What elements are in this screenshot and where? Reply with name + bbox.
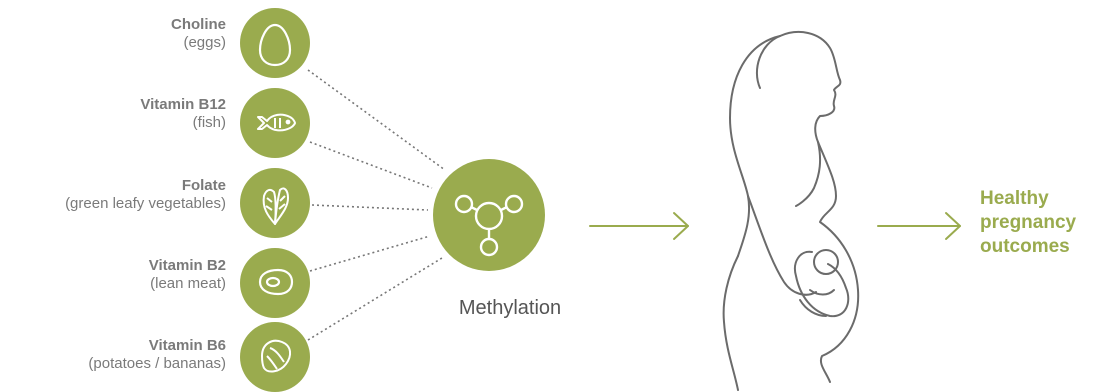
outcome-line: Healthy xyxy=(980,187,1110,211)
egg-icon xyxy=(240,8,310,78)
nutrient-name: Choline xyxy=(171,16,226,34)
nutrient-vitamin-b2: Vitamin B2 (lean meat) xyxy=(149,257,226,293)
fish-icon xyxy=(240,88,310,158)
connector-folate xyxy=(312,205,428,210)
outcome-line: pregnancy xyxy=(980,211,1110,235)
pregnant-woman-illustration xyxy=(724,32,859,390)
nutrient-source: (eggs) xyxy=(171,34,226,52)
connector-choline xyxy=(308,70,445,170)
arrow-to-outcome xyxy=(878,213,960,239)
methylation-circle xyxy=(433,159,545,271)
methylation-label: Methylation xyxy=(420,297,600,320)
nutrient-source: (lean meat) xyxy=(149,275,226,293)
potato-icon xyxy=(240,322,310,392)
outcome-text: Healthy pregnancy outcomes xyxy=(980,187,1110,259)
nutrient-name: Vitamin B6 xyxy=(88,337,226,355)
connector-b2 xyxy=(310,236,430,271)
nutrient-name: Vitamin B2 xyxy=(149,257,226,275)
molecule-icon xyxy=(433,159,545,271)
nutrient-choline: Choline (eggs) xyxy=(171,16,226,52)
connector-b12 xyxy=(310,142,432,188)
arrow-to-pregnancy xyxy=(590,213,688,239)
nutrient-source: (green leafy vegetables) xyxy=(65,195,226,213)
leafy-vegetable-icon xyxy=(240,168,310,238)
nutrient-vitamin-b6: Vitamin B6 (potatoes / bananas) xyxy=(88,337,226,373)
outcome-line: outcomes xyxy=(980,235,1110,259)
nutrient-folate: Folate (green leafy vegetables) xyxy=(65,177,226,213)
nutrient-source: (fish) xyxy=(140,114,226,132)
steak-icon xyxy=(240,248,310,318)
nutrient-name: Vitamin B12 xyxy=(140,96,226,114)
nutrient-name: Folate xyxy=(65,177,226,195)
nutrient-vitamin-b12: Vitamin B12 (fish) xyxy=(140,96,226,132)
nutrient-source: (potatoes / bananas) xyxy=(88,355,226,373)
